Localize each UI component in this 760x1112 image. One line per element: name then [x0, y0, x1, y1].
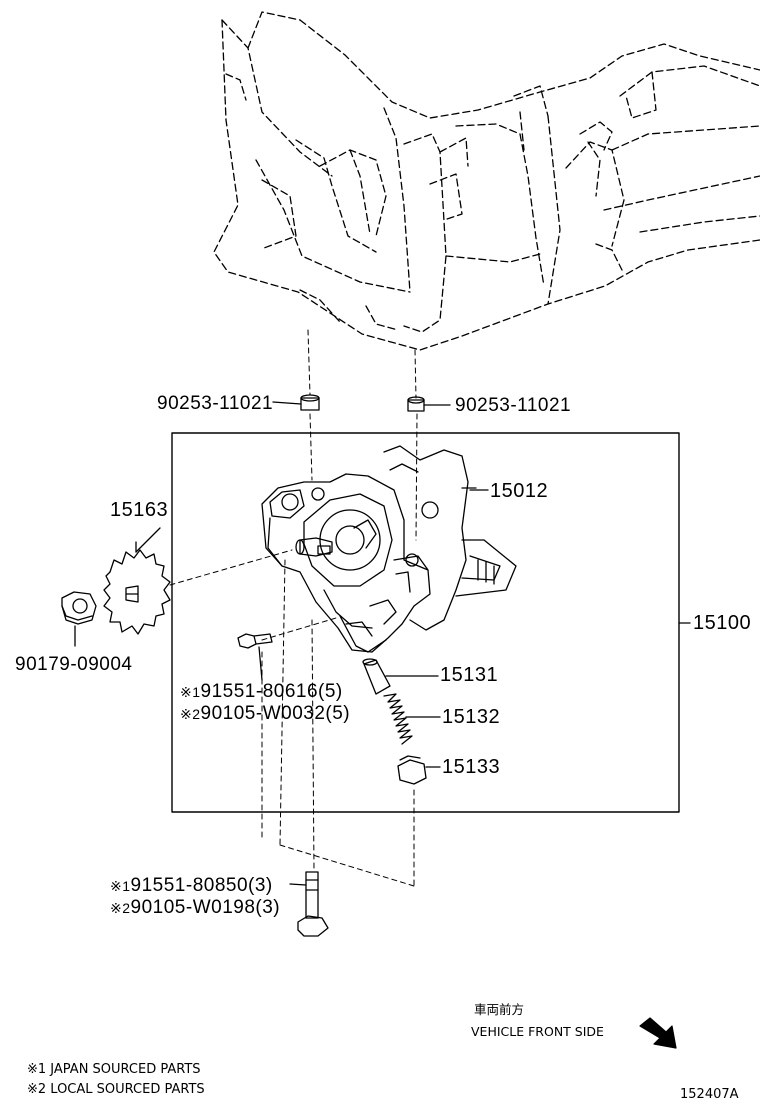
bushing-right-shape — [407, 396, 451, 412]
part-number-pump-bolt-jp: ※191551-80616(5) — [180, 682, 343, 701]
pump-bolt-jp-number: 91551-80616(5) — [200, 681, 343, 702]
legend-japan-sourced: ※1 JAPAN SOURCED PARTS — [27, 1062, 201, 1077]
long-bolt-jp-number: 91551-80850(3) — [130, 875, 273, 896]
pump-bolt-local-number: 90105-W0032(5) — [200, 703, 351, 724]
part-number-pump-bolt-local: ※290105-W0032(5) — [180, 704, 350, 723]
part-number-bushing-right: 90253-11021 — [455, 395, 572, 416]
part-number-assembly: 15100 — [693, 612, 752, 634]
legend-local-sourced: ※2 LOCAL SOURCED PARTS — [27, 1082, 205, 1097]
part-number-plug: 15133 — [442, 756, 501, 778]
pump-bolt-shape — [237, 633, 273, 681]
part-number-long-bolt-jp: ※191551-80850(3) — [110, 876, 273, 895]
long-bolt-local-number: 90105-W0198(3) — [130, 897, 281, 918]
relief-valve-shape — [362, 658, 439, 695]
vehicle-front-label: VEHICLE FRONT SIDE — [471, 1024, 604, 1039]
diagram-id: 152407A — [680, 1087, 739, 1102]
bushing-left-shape — [272, 394, 320, 411]
part-number-spring: 15132 — [442, 706, 501, 728]
plug-shape — [397, 755, 441, 785]
sprocket-shape — [103, 549, 171, 635]
vehicle-front-jp-label: 車両前方 — [474, 1002, 525, 1017]
long-bolt-shape — [289, 871, 329, 937]
japan-mark: ※1 — [180, 684, 201, 700]
part-number-nut: 90179-09004 — [15, 654, 133, 675]
oil-pump-body-shape — [261, 445, 517, 653]
part-number-gasket: 15012 — [490, 480, 549, 502]
part-number-bushing-left: 90253-11021 — [157, 393, 274, 414]
alignment-lines — [169, 329, 418, 887]
local-mark: ※2 — [180, 706, 201, 722]
nut-shape — [61, 591, 97, 647]
part-number-sprocket: 15163 — [110, 499, 169, 521]
spring-shape — [383, 693, 441, 745]
local-mark-2: ※2 — [110, 900, 131, 916]
japan-mark-2: ※1 — [110, 878, 131, 894]
part-number-relief-valve: 15131 — [440, 664, 499, 686]
engine-block-outline — [213, 11, 760, 351]
assembly-frame — [171, 432, 680, 813]
part-number-long-bolt-local: ※290105-W0198(3) — [110, 898, 280, 917]
front-direction-arrow-icon — [639, 1017, 677, 1049]
